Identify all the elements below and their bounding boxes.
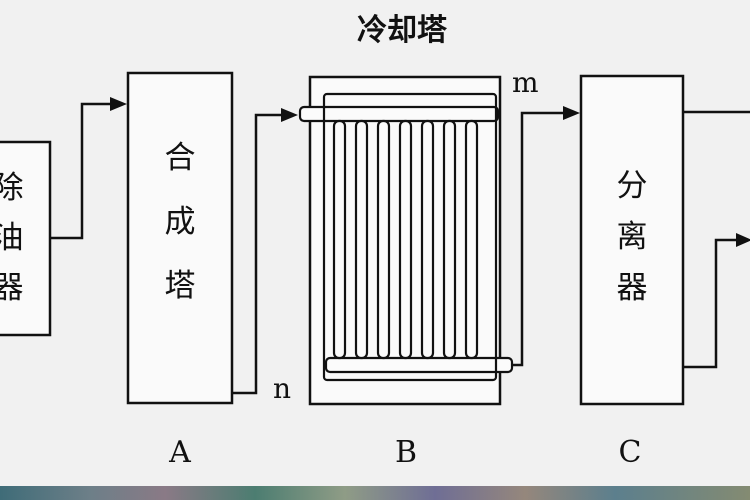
label-a: A <box>168 435 191 470</box>
cooling-coil <box>298 92 514 382</box>
synthesis-tower-box <box>126 71 234 405</box>
arrow-into-b <box>281 108 298 122</box>
arrow-into-a <box>110 97 127 111</box>
synthesis-tower-char-3: 塔 <box>165 268 196 304</box>
arrow-into-c <box>563 106 580 120</box>
pipe-c-bottom-outlet <box>683 238 738 369</box>
label-b: B <box>395 435 417 470</box>
pipe-left-to-a <box>50 102 112 240</box>
arrow-c-out <box>736 233 750 247</box>
separator-char-2: 离 <box>617 219 648 255</box>
label-c: C <box>619 435 642 470</box>
port-n-label: n <box>273 372 291 405</box>
synthesis-tower-char-2: 成 <box>165 204 196 240</box>
pipe-b-to-c <box>512 111 564 367</box>
port-m-label: m <box>512 66 539 99</box>
separator-box <box>579 74 685 406</box>
separator-char-1: 分 <box>617 168 648 204</box>
separator-char-3: 器 <box>617 270 648 306</box>
cooling-tower-title: 冷却塔 <box>357 13 448 48</box>
oil-remover-char-2: 油 <box>0 220 24 256</box>
oil-remover-char-1: 除 <box>0 170 24 206</box>
bottom-color-strip <box>0 486 750 500</box>
oil-remover-char-3: 器 <box>0 270 24 306</box>
synthesis-tower-char-1: 合 <box>165 140 196 176</box>
pipe-a-to-b <box>232 113 282 395</box>
